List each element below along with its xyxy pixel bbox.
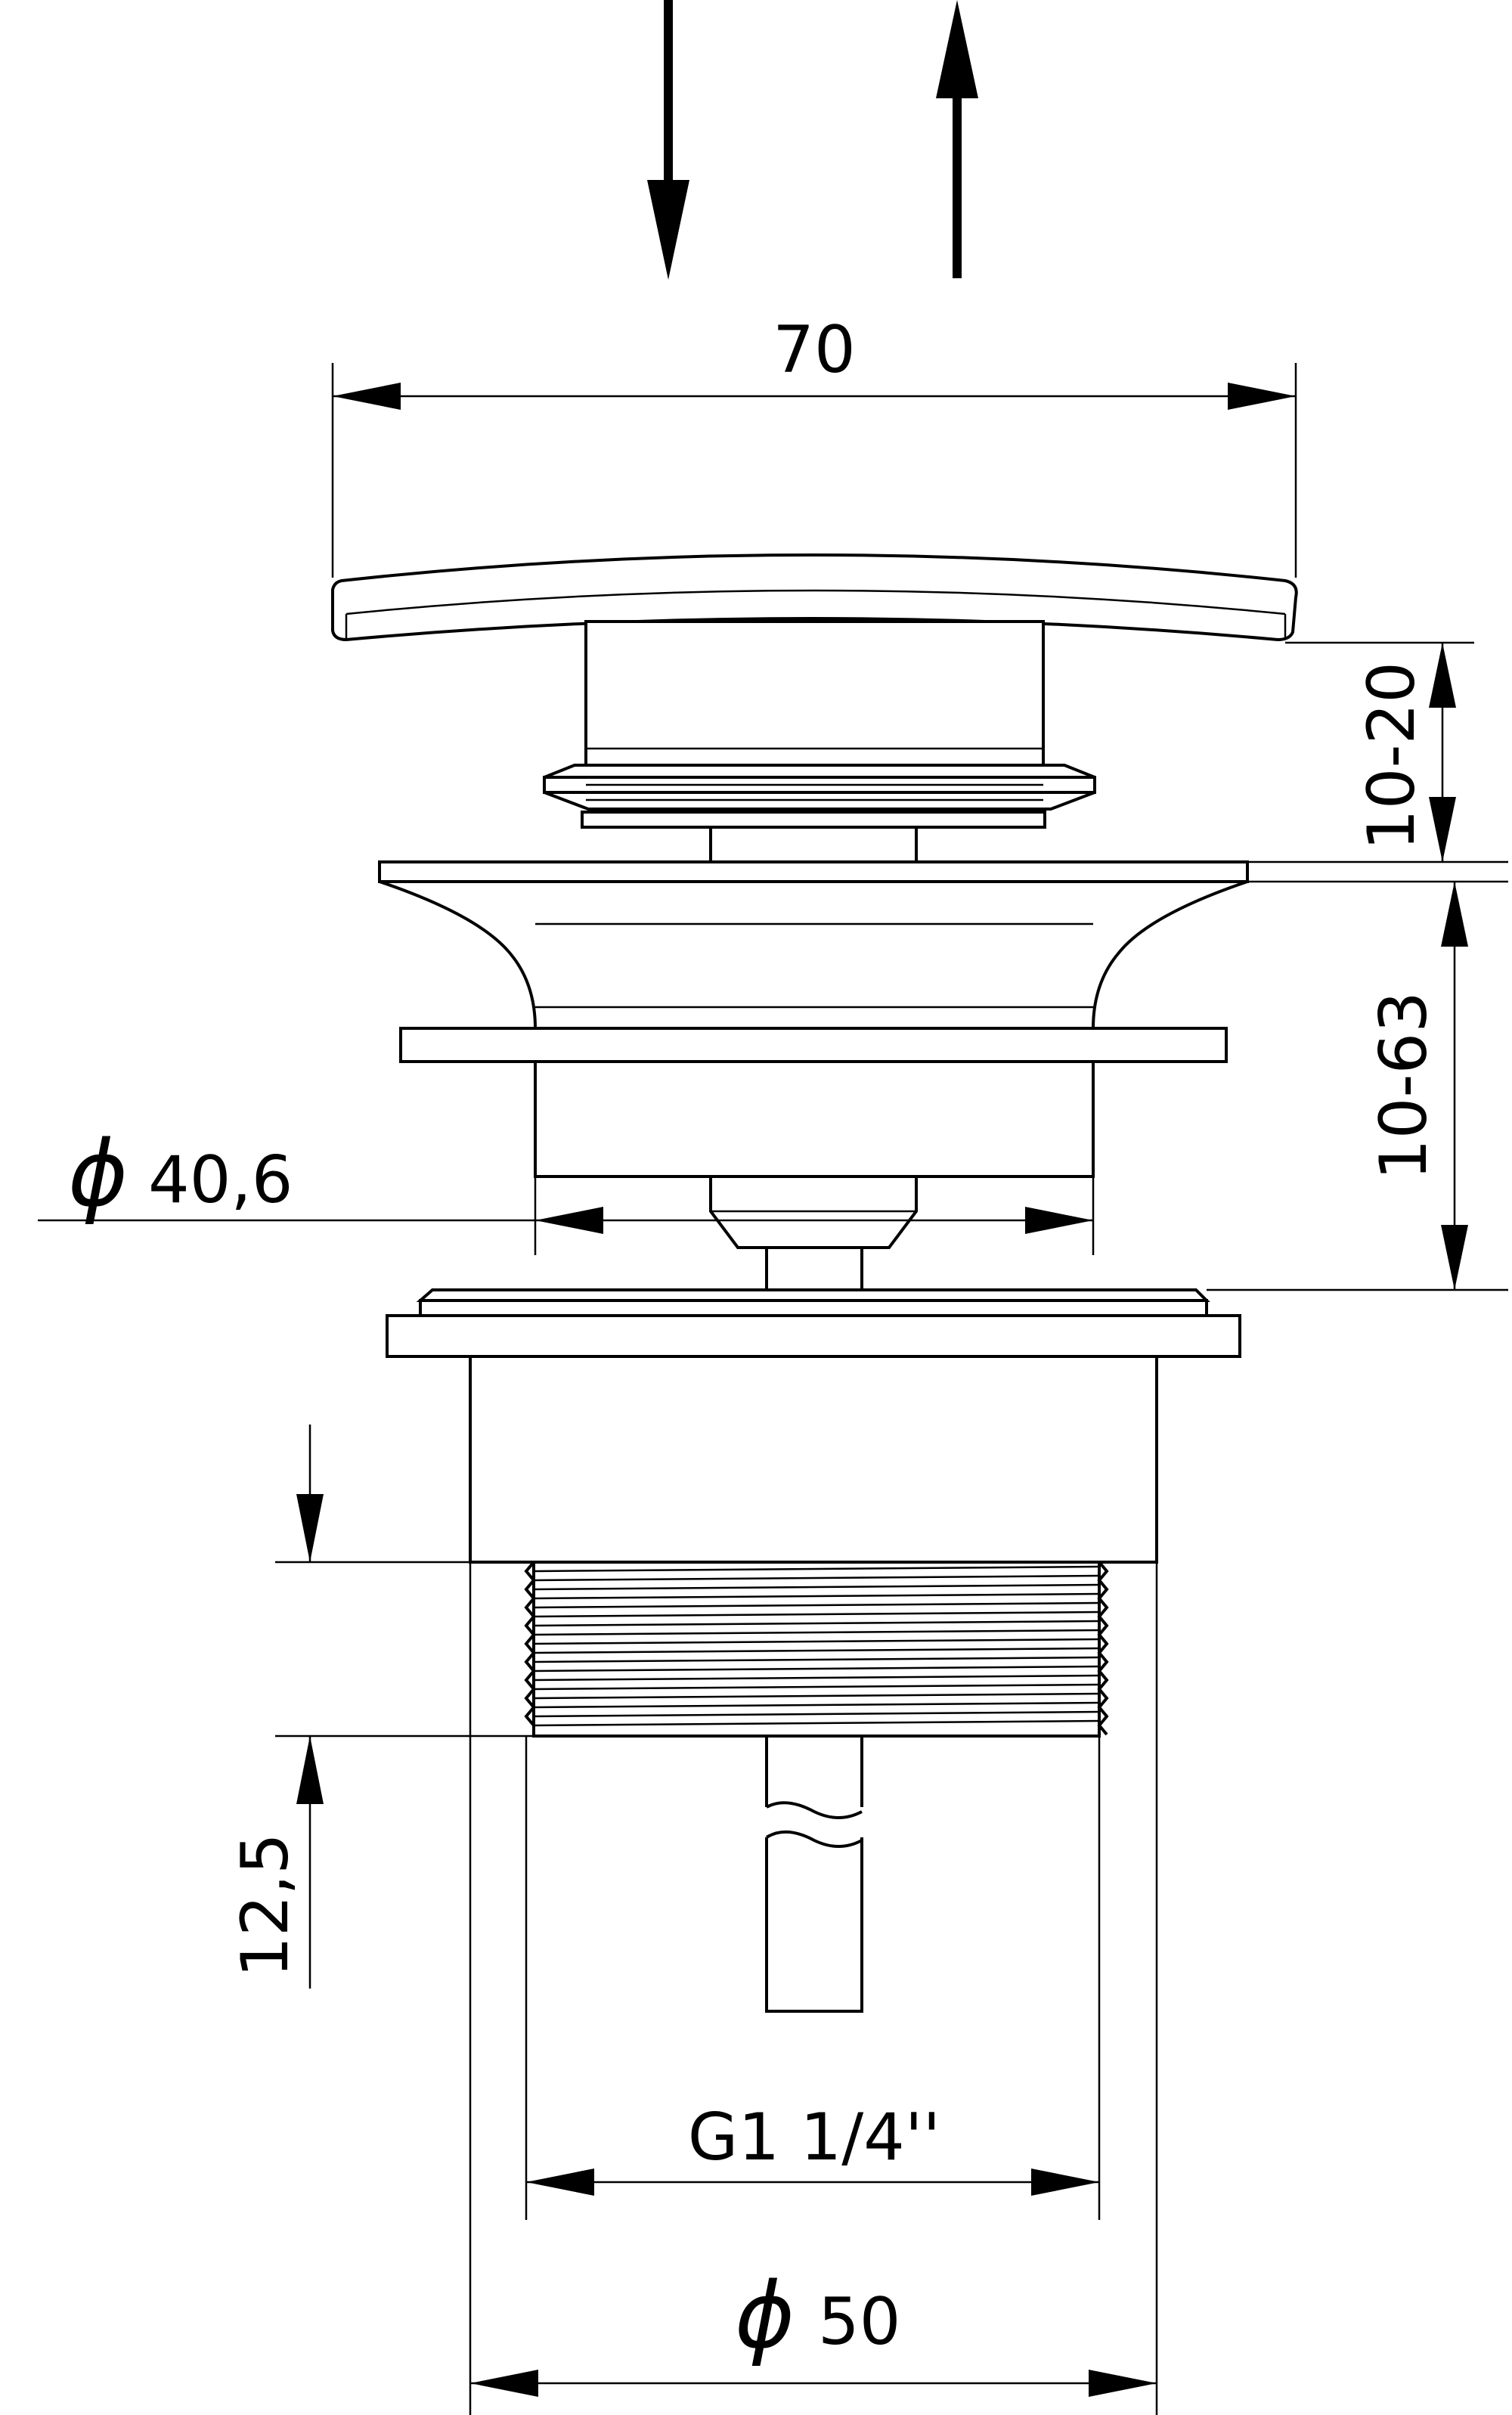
thread-line [533, 1647, 1100, 1654]
plug-cap [331, 553, 1298, 642]
dimension-width-top: 70 [331, 312, 1297, 578]
thread-line [533, 1583, 1100, 1591]
pull-up-arrow-icon [936, 0, 978, 278]
waste-body [386, 1288, 1241, 1564]
thread-line [533, 1656, 1100, 1663]
thread-line [533, 1638, 1100, 1645]
flange-body [378, 860, 1249, 1178]
thread-line [533, 1674, 1100, 1682]
plug-stem [543, 620, 1096, 863]
lower-rod [765, 1736, 863, 2013]
thread-line [533, 1692, 1100, 1700]
thread-length-label: 12,5 [228, 1833, 303, 1977]
thread-line [533, 1701, 1100, 1709]
dimension-range-lower: 10-63 [1207, 880, 1508, 1291]
thread-line [533, 1710, 1100, 1718]
thread-line [533, 1629, 1100, 1636]
thread-line [533, 1592, 1100, 1600]
dimension-diameter-inner: ϕ 40,6 [38, 1122, 1095, 1255]
thread-line [533, 1601, 1100, 1609]
thread-line [533, 1719, 1100, 1727]
dimension-diameter-outer: ϕ 50 [469, 1562, 1158, 2415]
diameter-inner-symbol: ϕ [68, 1122, 128, 1227]
thread-line [533, 1574, 1100, 1582]
diameter-inner-label: 40,6 [148, 1142, 293, 1218]
range-lower-label: 10-63 [1366, 991, 1442, 1180]
range-upper-label: 10-20 [1354, 662, 1430, 851]
diameter-outer-label: 50 [818, 2284, 900, 2360]
thread-line [533, 1611, 1100, 1618]
dimension-thread: G1 1/4'' [525, 1736, 1101, 2220]
dimension-thread-length: 12,5 [228, 1425, 534, 1989]
thread-section [524, 1561, 1109, 1738]
thread-line [533, 1565, 1100, 1573]
diameter-outer-symbol: ϕ [735, 2264, 795, 2369]
dimension-range-upper: 10-20 [1247, 641, 1508, 863]
valve-spindle [709, 1175, 918, 1291]
thread-label: G1 1/4'' [688, 2100, 940, 2175]
push-down-arrow-icon [647, 0, 689, 280]
thread-line [533, 1620, 1100, 1627]
width-top-label: 70 [773, 312, 855, 388]
thread-line [533, 1683, 1100, 1691]
thread-line [533, 1665, 1100, 1673]
